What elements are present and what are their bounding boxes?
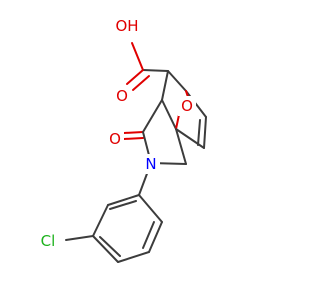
- bond-c5-c6-double-inner: [197, 119, 201, 146]
- atom-carbonyl-acid-oxygen: O: [116, 87, 128, 105]
- bond-c5-c6-double: [203, 116, 207, 149]
- bond-c8-c4: [175, 128, 187, 165]
- bond-ring-5: [148, 221, 163, 253]
- bond-ring-4: [117, 251, 150, 263]
- bond-c-oh: [131, 42, 144, 71]
- molecule-structure: OH O O O N Cl: [40, 17, 207, 263]
- bond-c-o-double-b: [132, 75, 150, 91]
- bond-c1-c3: [161, 70, 169, 101]
- bond-ring-6: [138, 194, 163, 223]
- bond-c1-c2: [167, 70, 187, 92]
- bond-cooh-c1: [142, 69, 169, 72]
- bond-c-cl: [65, 235, 94, 241]
- atom-nitrogen: N: [145, 155, 156, 173]
- bond-c-o-double-a: [126, 69, 144, 85]
- bond-c3-c7: [142, 99, 163, 133]
- bond-c3-c4: [161, 99, 177, 130]
- bond-ring-1-inner: [109, 200, 137, 210]
- atom-bridge-oxygen: O: [181, 97, 193, 115]
- bond-c7-o-double-b: [123, 137, 144, 140]
- atom-carbonyl-lactam-oxygen: O: [109, 130, 121, 148]
- bond-ring-1: [107, 194, 140, 206]
- bond-c7-o-double-a: [123, 131, 144, 134]
- bond-ring-3: [92, 235, 119, 263]
- atom-hydroxyl: OH: [115, 17, 138, 35]
- bond-ring-5-inner: [142, 221, 155, 249]
- atom-chlorine: Cl: [41, 232, 56, 250]
- bond-c6-c4: [175, 128, 205, 149]
- bond-ring-3-inner: [99, 236, 121, 257]
- bond-ring-2: [92, 204, 109, 237]
